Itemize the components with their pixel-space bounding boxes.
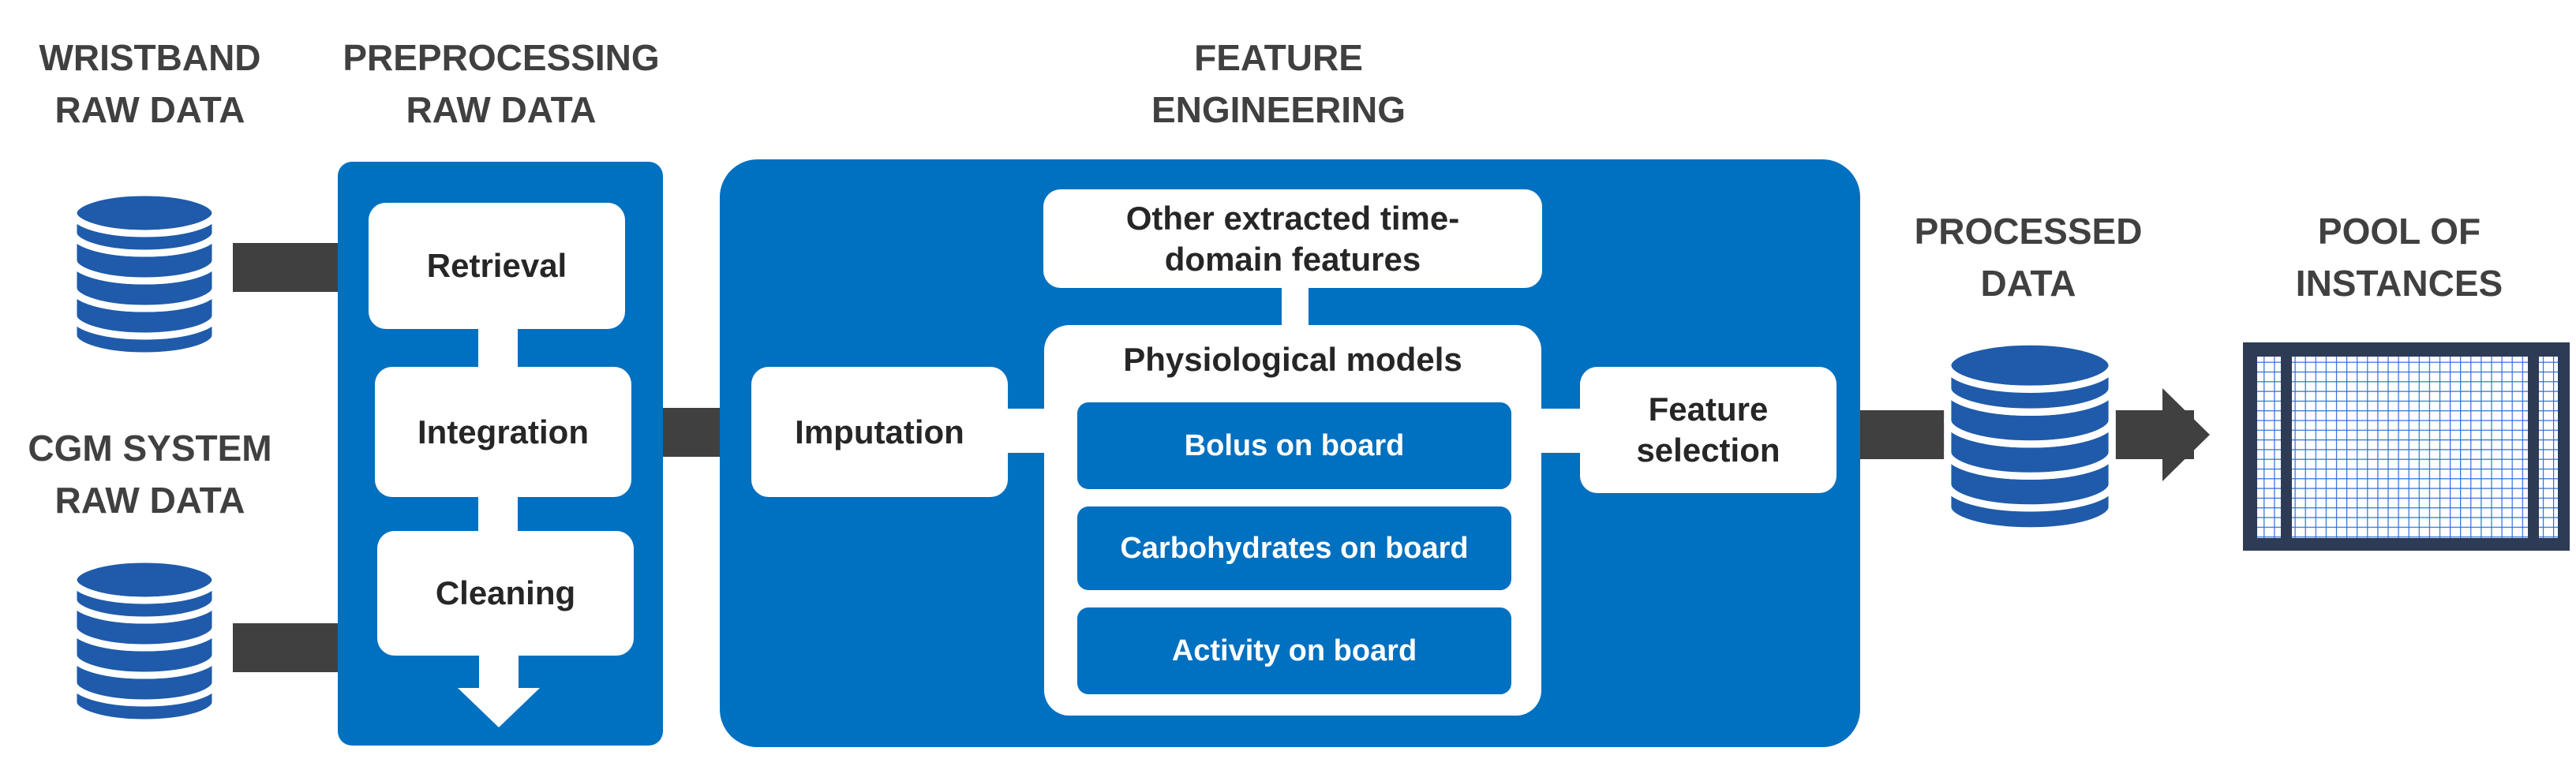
down-arrow-icon	[458, 688, 540, 727]
feature-to-processed-connector	[1856, 410, 1951, 459]
processed-data-heading-line1: PROCESSED	[1914, 211, 2143, 252]
pool-heading-line2: INSTANCES	[2295, 263, 2503, 304]
cleaning-arrow-shaft	[479, 653, 519, 693]
other-features-line2: domain features	[1164, 240, 1421, 278]
carbohydrates-on-board-box: Carbohydrates on board	[1077, 506, 1511, 590]
processed-data-heading: PROCESSED DATA	[1910, 205, 2147, 309]
integration-cleaning-link	[478, 489, 518, 536]
feature-engineering-heading: FEATURE ENGINEERING	[1121, 32, 1436, 136]
activity-on-board-box: Activity on board	[1077, 607, 1511, 694]
retrieval-integration-link	[478, 323, 518, 371]
wristband-heading-line2: RAW DATA	[54, 89, 245, 130]
database-icon	[69, 189, 219, 360]
feature-engineering-heading-line2: ENGINEERING	[1151, 89, 1406, 130]
wristband-heading-line1: WRISTBAND	[39, 37, 261, 78]
preprocessing-to-feature-connector	[660, 408, 723, 457]
feature-selection-line2: selection	[1636, 432, 1780, 469]
other-physio-link	[1282, 288, 1309, 327]
cgm-heading-line1: CGM SYSTEM	[28, 428, 272, 469]
bolus-on-board-box: Bolus on board	[1077, 402, 1511, 489]
pool-heading-line1: POOL OF	[2317, 211, 2481, 252]
preprocessing-heading-line1: PREPROCESSING	[343, 37, 660, 78]
physio-selection-link	[1539, 409, 1582, 453]
preprocessing-heading-line2: RAW DATA	[406, 89, 597, 130]
cgm-connector	[233, 623, 339, 672]
feature-selection-line1: Feature	[1648, 391, 1769, 428]
cgm-heading-line2: RAW DATA	[54, 480, 245, 521]
database-icon	[1944, 338, 2116, 535]
feature-engineering-heading-line1: FEATURE	[1194, 37, 1363, 78]
cleaning-step: Cleaning	[377, 531, 634, 656]
imputation-physio-link	[1006, 409, 1050, 453]
processed-data-heading-line2: DATA	[1980, 263, 2076, 304]
database-icon	[69, 555, 219, 727]
pool-grid	[2257, 357, 2558, 538]
other-features-box: Other extracted time- domain features	[1043, 189, 1542, 288]
wristband-heading: WRISTBAND RAW DATA	[0, 32, 300, 136]
preprocessing-heading: PREPROCESSING RAW DATA	[331, 32, 671, 136]
cgm-heading: CGM SYSTEM RAW DATA	[0, 422, 300, 526]
wristband-connector	[233, 243, 339, 292]
right-arrow-icon	[2162, 388, 2210, 481]
other-features-line1: Other extracted time-	[1125, 199, 1460, 237]
feature-selection-box: Feature selection	[1580, 367, 1837, 493]
pool-heading: POOL OF INSTANCES	[2273, 205, 2525, 309]
retrieval-step: Retrieval	[369, 203, 625, 329]
integration-step: Integration	[375, 367, 631, 497]
imputation-box: Imputation	[751, 367, 1008, 497]
physiological-models-title: Physiological models	[1123, 341, 1462, 378]
